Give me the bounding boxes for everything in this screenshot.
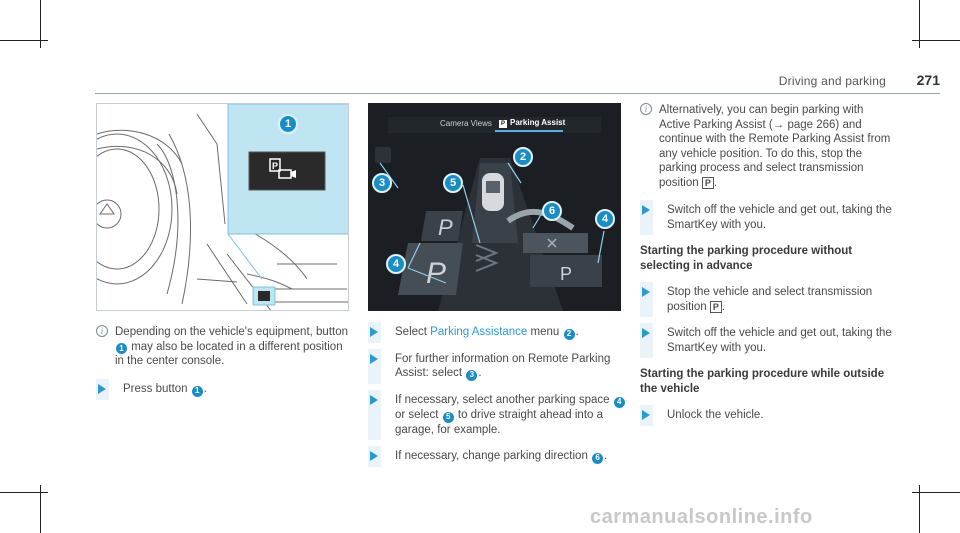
step-select-space: If necessary, select another parking spa…	[368, 390, 625, 440]
step-change-direction: If necessary, change parking direction 6…	[368, 446, 624, 467]
ref-callout-2: 2	[563, 328, 575, 340]
crop-mark	[912, 492, 960, 493]
step-text: If necessary, select another parking spa…	[395, 393, 632, 437]
crop-mark	[0, 40, 48, 41]
note-text: Depending on the vehicle's equipment, bu…	[115, 326, 348, 338]
crop-mark	[0, 492, 48, 493]
crop-mark	[912, 40, 960, 41]
step-select-menu: Select Parking Assistance menu 2.	[368, 322, 624, 343]
step-text: For further information on Remote Parkin…	[395, 352, 611, 381]
parking-assistance-link[interactable]: Parking Assistance	[430, 326, 528, 338]
parking-space-p-right: P	[560, 264, 572, 284]
callout-2: 2	[513, 147, 533, 167]
step-text: Stop the vehicle and select transmission…	[667, 286, 873, 313]
tab-camera-views[interactable]: Camera Views	[440, 119, 492, 128]
step-text: If necessary, change parking direction 6…	[395, 450, 608, 464]
section-heading: Starting the parking procedure while out…	[640, 368, 885, 395]
step-remote-parking: For further information on Remote Parkin…	[368, 348, 624, 384]
note-text: Alternatively, you can begin parking wit…	[659, 104, 891, 189]
step-arrow-icon	[642, 205, 650, 215]
ref-callout-3: 3	[466, 370, 478, 381]
section-heading: Starting the parking procedure without s…	[640, 245, 853, 272]
callout-6: 6	[542, 201, 562, 221]
callout-1: 1	[278, 114, 298, 134]
step-arrow-icon	[642, 287, 650, 297]
step-arrow-icon	[370, 395, 378, 405]
step-arrow-icon	[642, 328, 650, 338]
info-note: i Depending on the vehicle's equipment, …	[96, 325, 352, 369]
crop-mark	[919, 485, 920, 533]
park-position-symbol: P	[701, 176, 714, 189]
figure-dashboard-button: P 1	[96, 103, 349, 311]
step-switch-off-2: Switch off the vehicle and get out, taki…	[640, 323, 895, 358]
crop-mark	[40, 485, 41, 533]
step-text: Unlock the vehicle.	[667, 409, 764, 421]
parking-icon: P	[499, 120, 507, 128]
parking-camera-icon: P	[269, 158, 296, 179]
step-unlock: Unlock the vehicle.	[640, 405, 895, 426]
ref-callout-6: 6	[592, 452, 604, 464]
column-1: i Depending on the vehicle's equipment, …	[96, 325, 352, 409]
column-2: Select Parking Assistance menu 2. For fu…	[368, 322, 625, 476]
step-arrow-icon	[642, 410, 650, 420]
step-arrow-icon	[370, 353, 378, 364]
svg-text:P: P	[272, 161, 278, 171]
column-3: i Alternatively, you can begin parking w…	[640, 103, 895, 435]
info-icon: i	[96, 325, 108, 337]
park-position-symbol: P	[709, 300, 722, 313]
step-arrow-icon	[370, 451, 378, 461]
section-title: Driving and parking	[778, 74, 886, 88]
header-divider	[95, 93, 940, 94]
step-text: Switch off the vehicle and get out, taki…	[667, 327, 892, 354]
crop-mark	[919, 0, 920, 48]
page-header: Driving and parking 271	[760, 72, 940, 94]
note-text-cont: may also be located in a different posit…	[115, 340, 343, 368]
tab-parking-assist-label: Parking Assist	[510, 118, 566, 127]
callout-4-left: 4	[386, 254, 406, 274]
ref-callout-5: 5	[442, 411, 454, 423]
step-text: Switch off the vehicle and get out, taki…	[667, 204, 892, 231]
step-switch-off: Switch off the vehicle and get out, taki…	[640, 200, 895, 235]
step-arrow-icon	[370, 327, 378, 337]
crop-mark	[40, 0, 41, 48]
ref-callout-4: 4	[613, 396, 625, 408]
step-arrow-icon	[98, 383, 106, 394]
ref-callout-1: 1	[116, 343, 127, 355]
step-text: Press button 1.	[123, 382, 207, 397]
parking-space-p-upper: P	[438, 215, 453, 240]
parking-space-p-lower: P	[426, 257, 446, 290]
dashboard-illustration: P	[97, 104, 348, 310]
watermark: carmanualsonline.info	[590, 506, 813, 528]
callout-5: 5	[443, 173, 463, 193]
callout-4-right: 4	[595, 209, 615, 229]
page-number: 271	[916, 72, 940, 88]
step-stop-vehicle: Stop the vehicle and select transmission…	[640, 282, 895, 317]
step-text: Select Parking Assistance menu 2.	[395, 326, 579, 340]
step-press-button: Press button 1.	[96, 378, 352, 400]
parking-assist-screen: P P P	[368, 103, 621, 311]
info-note: i Alternatively, you can begin parking w…	[640, 103, 895, 190]
callout-3: 3	[372, 173, 392, 193]
info-icon: i	[640, 103, 652, 115]
ref-callout-1: 1	[191, 385, 203, 397]
